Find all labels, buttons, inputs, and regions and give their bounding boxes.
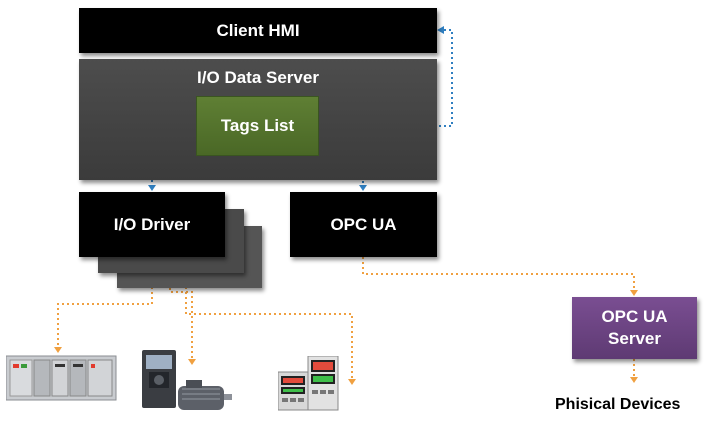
opc-to-server-link (362, 257, 635, 378)
tags-list-box: Tags List (196, 96, 319, 156)
controller-arrowhead (348, 379, 356, 385)
opc-ua-server-label-line1: OPC UA (601, 307, 668, 326)
client-hmi-box: Client HMI (79, 8, 437, 53)
plc-rack-icon (6, 355, 117, 401)
io-driver-box: I/O Driver (79, 192, 225, 257)
opc-ua-label: OPC UA (330, 214, 397, 234)
driver-arrowhead (148, 185, 156, 191)
vfd-motor-icon (142, 350, 232, 410)
opc-arrowhead (359, 185, 367, 191)
opc-ua-box: OPC UA (290, 192, 437, 257)
driver-to-devices-links (57, 257, 353, 380)
io-driver-label: I/O Driver (113, 214, 191, 234)
client-hmi-label: Client HMI (216, 20, 300, 40)
temperature-controller-icon (278, 356, 339, 411)
opc-ua-server-box: OPC UA Server (572, 297, 697, 359)
tags-list-label: Tags List (220, 116, 295, 135)
hmi-arrowhead (437, 26, 444, 34)
vfd-arrowhead (188, 359, 196, 365)
physical-devices-label: Phisical Devices (555, 396, 681, 413)
server-arrowhead (630, 290, 638, 296)
plc-arrowhead (54, 347, 62, 353)
opc-ua-server-label-line2: Server (608, 329, 661, 348)
io-data-server-label: I/O Data Server (197, 68, 319, 87)
devices-arrowhead (630, 377, 638, 383)
